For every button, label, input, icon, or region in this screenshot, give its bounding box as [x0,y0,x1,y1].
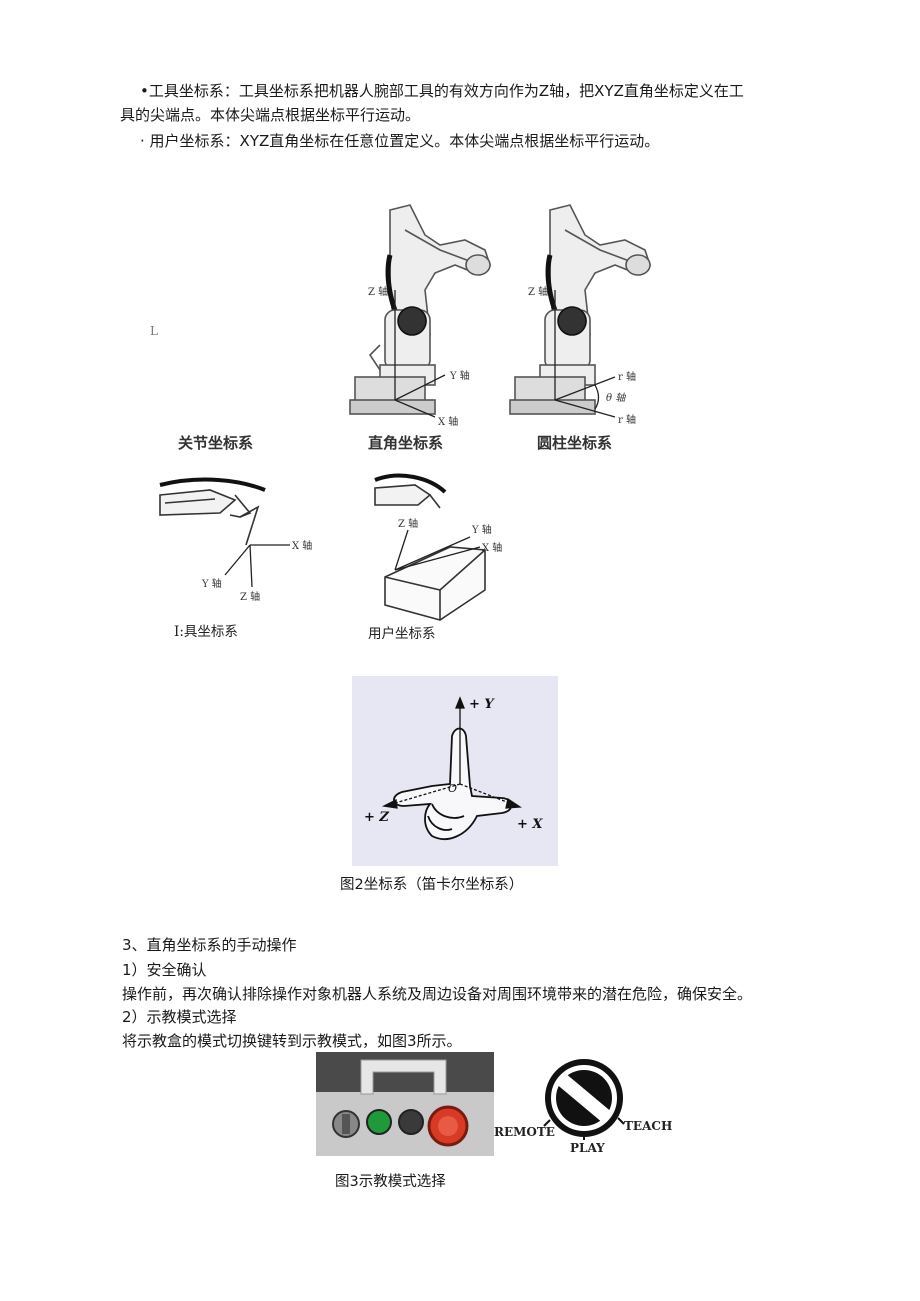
axis-arrows [381,696,522,809]
cylindrical-z-label: Z 轴 [528,285,548,298]
cylindrical-axes [554,290,616,418]
user-y-label: Y 轴 [471,523,492,536]
user-z-label: Z 轴 [398,517,418,530]
step-2-title: 2）示教模式选择 [122,1008,237,1026]
hold-button-icon [398,1109,424,1135]
user-axes [394,529,481,571]
cylindrical-theta-label: θ 轴 [606,392,626,404]
user-x-label: X 轴 [482,541,502,554]
mode-remote-label: REMOTE [494,1125,555,1139]
mode-teach-label: TEACH [624,1119,672,1133]
tool-z-label: Z 轴 [240,590,260,603]
tool-axes [224,544,290,588]
cartesian-axes [394,290,446,418]
right-hand-rule-figure: + Y + Z + X O [352,676,558,866]
tool-y-label: Y 轴 [201,577,222,590]
tool-illustration [159,477,266,546]
user-coord-line: · 用户坐标系：XYZ直角坐标在任意位置定义。本体尖端点根据坐标平行运动。 [140,132,660,150]
caption-cylindrical: 圆柱坐标系 [537,434,612,452]
step-2-text: 将示教盒的模式切换键转到示教模式，如图3所示。 [122,1032,462,1050]
coordinate-systems-figure: L Z 轴 Y 轴 X 轴 Z 轴 r 轴 θ 轴 [150,204,651,642]
robot-illustration-cartesian [349,204,491,415]
caption-cartesian: 直角坐标系 [368,434,443,452]
figure-2-caption: 图2坐标系（笛卡尔坐标系） [340,877,524,893]
origin-label: O [448,782,457,795]
cartesian-x-label: X 轴 [438,415,458,428]
start-button-icon [366,1109,392,1135]
pendant-handle [360,1059,447,1095]
cartesian-z-label: Z 轴 [368,285,388,298]
cylindrical-r-bottom-label: r 轴 [618,413,636,426]
tool-x-label: X 轴 [292,539,312,552]
mode-play-label: PLAY [570,1141,605,1155]
cartesian-y-label: Y 轴 [449,369,470,382]
axis-plus-y-label: + Y [469,697,495,712]
step-1-text: 操作前，再次确认排除操作对象机器人系统及周边设备对周围环境带来的潜在危险，确保安… [122,985,753,1003]
mode-dial-pointer-icon [556,1073,612,1123]
axis-plus-z-label: + Z [364,810,389,825]
caption-joint: 关节坐标系 [178,434,253,452]
figure-3-caption: 图3示教模式选择 [335,1174,446,1190]
emergency-stop-cap-icon [438,1116,458,1136]
caption-user: 用户坐标系 [368,625,436,642]
mode-switch-diagram: REMOTE PLAY TEACH [494,1059,672,1155]
robot-illustration-cylindrical [509,204,651,415]
cylindrical-r-top-label: r 轴 [618,370,636,383]
teach-pendant-photo [316,1052,494,1156]
step-1-title: 1）安全确认 [122,961,207,979]
fragment-mark: L [150,324,158,338]
user-illustration [374,473,486,621]
section-3-heading: 3、直角坐标系的手动操作 [122,936,297,954]
key-slot-icon [342,1114,350,1134]
caption-tool: I:具坐标系 [174,624,238,640]
axis-plus-x-label: + X [517,817,543,832]
teach-tick [617,1117,625,1125]
tool-coord-line-1: •工具坐标系：工具坐标系把机器人腕部工具的有效方向作为Z轴，把XYZ直角坐标定义… [140,82,744,100]
remote-tick [543,1119,551,1127]
tool-coord-line-2: 具的尖端点。本体尖端点根据坐标平行运动。 [120,106,421,124]
